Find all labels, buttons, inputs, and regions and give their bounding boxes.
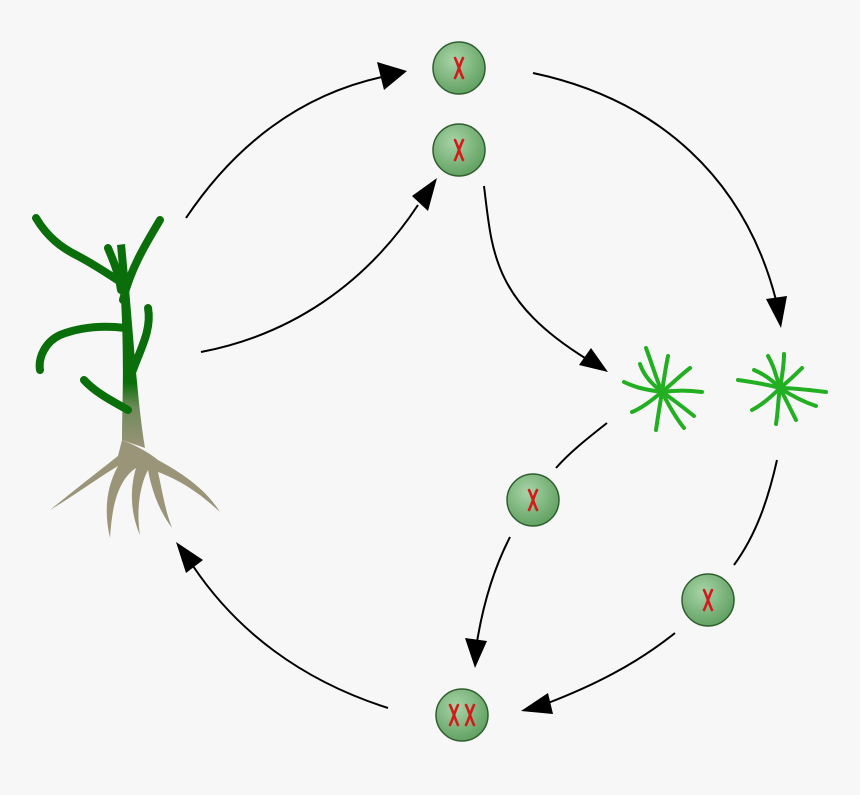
chromosome-icon	[527, 488, 539, 512]
haploid-cell-icon	[681, 573, 735, 627]
haploid-cell-icon	[432, 41, 486, 95]
chromosome-icon	[453, 56, 465, 80]
gametophyte-icon	[736, 352, 828, 426]
arrow-zygote-to-sporophyte	[192, 565, 389, 709]
branches	[32, 214, 164, 414]
arrowhead-spore-top	[377, 62, 407, 90]
arrow-gamete-left-to-zygote	[476, 536, 511, 643]
haploid-cell-icon	[432, 123, 486, 177]
arrowhead-spore-second	[412, 178, 437, 211]
diploid-cell-icon	[435, 688, 489, 742]
gametophyte-icon	[622, 346, 704, 432]
arrow-gametophyte-left-to-gamete-left	[555, 422, 608, 469]
arrow-sporophyte-to-spore-top	[185, 76, 383, 219]
arrow-spore-second-to-gametophyte-left	[483, 185, 586, 359]
haploid-cell-icon	[506, 473, 560, 527]
arrow-gametophyte-right-to-gamete-right	[733, 459, 778, 566]
arrow-sporophyte-to-spore-second	[200, 204, 419, 353]
arrowhead-zygote-from-right	[521, 693, 553, 714]
roots	[50, 440, 220, 538]
arrow-gamete-right-to-zygote	[547, 632, 676, 704]
arrowhead-zygote-from-left	[465, 638, 487, 668]
chromosome-icon	[448, 703, 460, 727]
arrowheads	[176, 62, 787, 714]
chromosome-icon	[464, 703, 476, 727]
arrowhead-sporophyte	[176, 542, 203, 573]
chromosome-icon	[702, 588, 714, 612]
arrowhead-gametophyte-right	[766, 296, 787, 328]
cycle-arrows	[185, 72, 778, 709]
arrowhead-gametophyte-left	[579, 348, 608, 372]
plant-sporophyte-icon	[32, 214, 220, 538]
arrow-spore-top-to-gametophyte-right	[532, 72, 777, 301]
chromosome-icon	[453, 138, 465, 162]
